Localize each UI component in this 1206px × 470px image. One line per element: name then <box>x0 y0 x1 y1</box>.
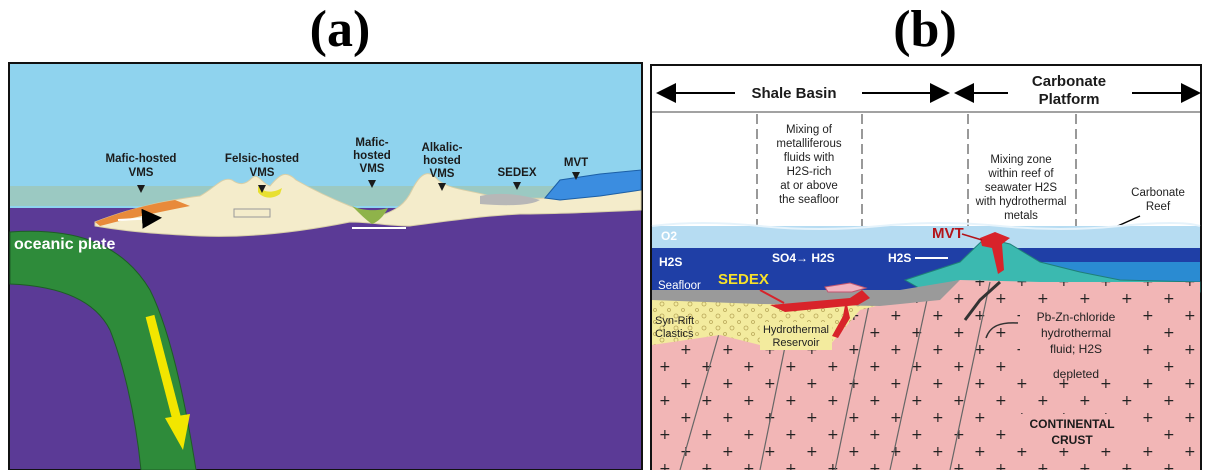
h2s-right-label: H2S <box>888 251 911 265</box>
mvt-label: MVT <box>932 225 964 242</box>
mixing-left-text: Mixing of metalliferous fluids with H2S-… <box>776 124 841 206</box>
fluid-pointer <box>985 322 1019 339</box>
panel-b: Shale Basin Carbonate Platform Mixing of… <box>650 64 1202 470</box>
svg-text:Pb-Zn-chloride: Pb-Zn-chloride <box>1037 310 1116 324</box>
deposit-label-6: MVT <box>564 157 588 169</box>
so4-reaction-label: SO4→ H2S <box>772 251 835 265</box>
svg-text:CRUST: CRUST <box>1051 433 1093 447</box>
carbonate-reef-label-1: Carbonate <box>1131 187 1185 199</box>
oceanic-plate-label: oceanic plate <box>14 236 115 253</box>
subduction-arrow <box>145 314 182 422</box>
panel-b-label: (b) <box>893 1 957 58</box>
o2-label: O2 <box>661 229 677 243</box>
continental-crust-label: CONTINENTAL CRUST <box>1029 417 1114 447</box>
sedex-body <box>770 290 870 312</box>
spread-arrow-left <box>117 208 162 229</box>
svg-text:metals: metals <box>1004 210 1038 222</box>
felsic-hosted-deposit <box>258 186 282 198</box>
deposit-label-3a: Mafic- <box>355 137 388 149</box>
svg-text:fluids with: fluids with <box>784 152 835 164</box>
deposit-pointers <box>137 172 580 193</box>
deposit-label-3b: hosted <box>353 150 391 162</box>
sedex-plume <box>824 282 868 293</box>
deposit-label-3c: VMS <box>360 163 385 175</box>
svg-text:the seafloor: the seafloor <box>779 194 839 206</box>
faults <box>679 281 991 470</box>
svg-text:seawater H2S: seawater H2S <box>985 182 1058 194</box>
svg-text:depleted: depleted <box>1053 367 1099 381</box>
shale-basin-label: Shale Basin <box>751 85 836 102</box>
deposit-label-4c: VMS <box>430 168 455 180</box>
h2s-left-label: H2S <box>659 255 682 269</box>
svg-text:Syn-Rift: Syn-Rift <box>655 315 694 327</box>
svg-text:fluid; H2S: fluid; H2S <box>1050 342 1102 356</box>
panel-a-label: (a) <box>309 1 371 58</box>
mixing-columns <box>756 114 1077 290</box>
seafloor-label: Seafloor <box>658 280 701 292</box>
subduction-arrow-head <box>165 414 190 450</box>
fluid-conduit <box>963 280 1002 321</box>
svg-text:with hydrothermal: with hydrothermal <box>975 196 1067 208</box>
deposit-label-2a: Felsic-hosted <box>225 153 299 165</box>
svg-text:CONTINENTAL: CONTINENTAL <box>1029 417 1114 431</box>
reservoir-label-bg <box>760 322 832 350</box>
svg-text:Mixing zone: Mixing zone <box>990 154 1051 166</box>
spread-arrow-mid <box>233 208 271 218</box>
sedex-pointer <box>759 289 785 304</box>
water-surface <box>651 222 1201 230</box>
deposit-label-4b: hosted <box>423 155 461 167</box>
carbonate-platform-label-1: Carbonate <box>1032 73 1106 90</box>
svg-text:H2S-rich: H2S-rich <box>787 166 832 178</box>
fluid-note: Pb-Zn-chloride hydrothermal fluid; H2S d… <box>1037 310 1116 381</box>
sedex-feeder <box>832 300 850 338</box>
seafloor-layer <box>652 280 960 306</box>
deposit-label-2b: VMS <box>250 167 275 179</box>
mvt-body <box>980 232 1010 274</box>
reservoir-label: Hydrothermal Reservoir <box>763 324 829 349</box>
svg-text:Mixing of: Mixing of <box>786 124 833 136</box>
svg-text:Reservoir: Reservoir <box>772 337 819 349</box>
carbonate-reef-label-2: Reef <box>1146 201 1171 213</box>
deposit-labels: Mafic-hosted VMS Felsic-hosted VMS Mafic… <box>106 137 589 180</box>
sedex-deposit <box>480 193 540 206</box>
carbonate-platform-label-2: Platform <box>1039 91 1100 108</box>
svg-text:Clastics: Clastics <box>655 328 694 340</box>
crust-ridges <box>94 173 642 237</box>
panel-a: oceanic plate Mafic-hosted VMS Felsic-ho… <box>8 62 643 470</box>
mvt-pointer <box>961 233 983 241</box>
svg-text:metalliferous: metalliferous <box>776 138 841 150</box>
sedex-label: SEDEX <box>718 271 769 288</box>
deposit-label-1a: Mafic-hosted <box>106 153 177 165</box>
fluid-note-bg <box>1020 306 1132 374</box>
deposit-label-5: SEDEX <box>498 167 537 179</box>
svg-text:within reef of: within reef of <box>987 168 1054 180</box>
mafic-funnel-deposit <box>352 206 388 224</box>
svg-text:Hydrothermal: Hydrothermal <box>763 324 829 336</box>
mvt-deposit <box>544 169 642 201</box>
crust-label-bg <box>1008 414 1136 448</box>
deposit-label-1b: VMS <box>129 167 154 179</box>
mixing-right-text: Mixing zone within reef of seawater H2S … <box>975 154 1067 222</box>
syn-rift-label: Syn-Rift Clastics <box>655 315 694 340</box>
oxic-water <box>652 226 1200 248</box>
svg-text:hydrothermal: hydrothermal <box>1041 326 1111 340</box>
deposit-label-4a: Alkalic- <box>422 142 463 154</box>
svg-text:at or above: at or above <box>780 180 838 192</box>
